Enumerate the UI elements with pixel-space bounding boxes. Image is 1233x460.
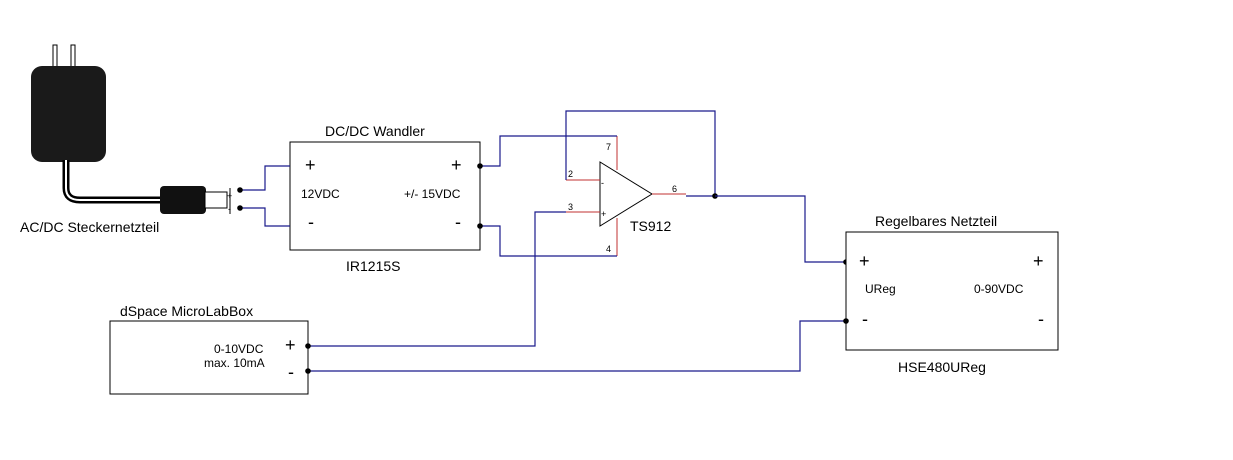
- dspace-box: [109, 320, 309, 395]
- junction-dot: [237, 205, 243, 211]
- supply-title: Regelbares Netzteil: [875, 213, 997, 229]
- junction-dot: [305, 368, 311, 374]
- supply-out-minus: -: [1038, 309, 1044, 329]
- junction-dot: [843, 318, 849, 324]
- opamp-part: TS912: [630, 218, 671, 234]
- dcdc-title: DC/DC Wandler: [325, 123, 425, 139]
- dcdc-out-plus: +: [451, 155, 462, 175]
- wires-dcdc-to-opamp: [477, 135, 617, 257]
- wires-adapter-to-dcdc: [237, 165, 290, 227]
- opamp-noninv-sign: +: [601, 209, 606, 219]
- opamp-pin4: 4: [606, 244, 611, 254]
- opamp-ts912: - + 2 3 7 4 6 TS912: [566, 136, 686, 256]
- regulated-supply: Regelbares Netzteil HSE480UReg + - UReg …: [845, 213, 1059, 375]
- opamp-pin7: 7: [606, 142, 611, 152]
- opamp-pin2: 2: [568, 169, 573, 179]
- adapter-label: AC/DC Steckernetzteil: [20, 219, 159, 235]
- junction-dot: [237, 187, 243, 193]
- supply-out-voltage: 0-90VDC: [974, 282, 1024, 296]
- supply-in-plus: +: [859, 251, 870, 271]
- dspace-current: max. 10mA: [204, 356, 265, 370]
- opamp-pin3: 3: [568, 202, 573, 212]
- dspace-microlabbox: dSpace MicroLabBox 0-10VDC max. 10mA + -: [109, 303, 309, 395]
- supply-part: HSE480UReg: [898, 359, 986, 375]
- dcdc-in-voltage: 12VDC: [301, 187, 340, 201]
- supply-in-label: UReg: [865, 282, 896, 296]
- opamp-inv-sign: -: [601, 178, 604, 188]
- barrel-plus-mark: +: [227, 191, 232, 201]
- plug-prong-left: [52, 44, 58, 68]
- supply-box: [845, 231, 1059, 351]
- dcdc-out-voltage: +/- 15VDC: [404, 187, 461, 201]
- wire-output-to-supply: [715, 195, 849, 265]
- dspace-title: dSpace MicroLabBox: [120, 303, 253, 319]
- supply-out-plus: +: [1033, 251, 1044, 271]
- adapter-cable-outer: [62, 160, 163, 204]
- dcdc-part: IR1215S: [346, 258, 400, 274]
- dcdc-in-minus: -: [308, 212, 314, 232]
- barrel-minus-mark: -: [228, 204, 231, 214]
- adapter-body: [31, 66, 106, 162]
- plug-prong-right: [70, 44, 76, 68]
- supply-in-minus: -: [862, 309, 868, 329]
- dspace-range: 0-10VDC: [214, 342, 264, 356]
- dspace-plus: +: [285, 335, 296, 355]
- opamp-triangle: [599, 161, 653, 227]
- wire-feedback: [565, 110, 718, 199]
- junction-dot: [477, 163, 483, 169]
- barrel-plug-body: [160, 186, 206, 214]
- dspace-minus: -: [288, 362, 294, 382]
- dcdc-box: [289, 141, 481, 251]
- opamp-pin6: 6: [672, 184, 677, 194]
- wires-dspace: [305, 211, 849, 374]
- dcdc-converter: DC/DC Wandler IR1215S + - 12VDC + - +/- …: [289, 123, 481, 274]
- dcdc-in-plus: +: [305, 155, 316, 175]
- junction-dot: [305, 343, 311, 349]
- barrel-plug-tip: [204, 191, 228, 209]
- ac-dc-adapter: + - AC/DC Steckernetzteil: [20, 44, 232, 235]
- dcdc-out-minus: -: [455, 212, 461, 232]
- adapter-cable-inner: [65, 160, 163, 201]
- junction-dot: [477, 223, 483, 229]
